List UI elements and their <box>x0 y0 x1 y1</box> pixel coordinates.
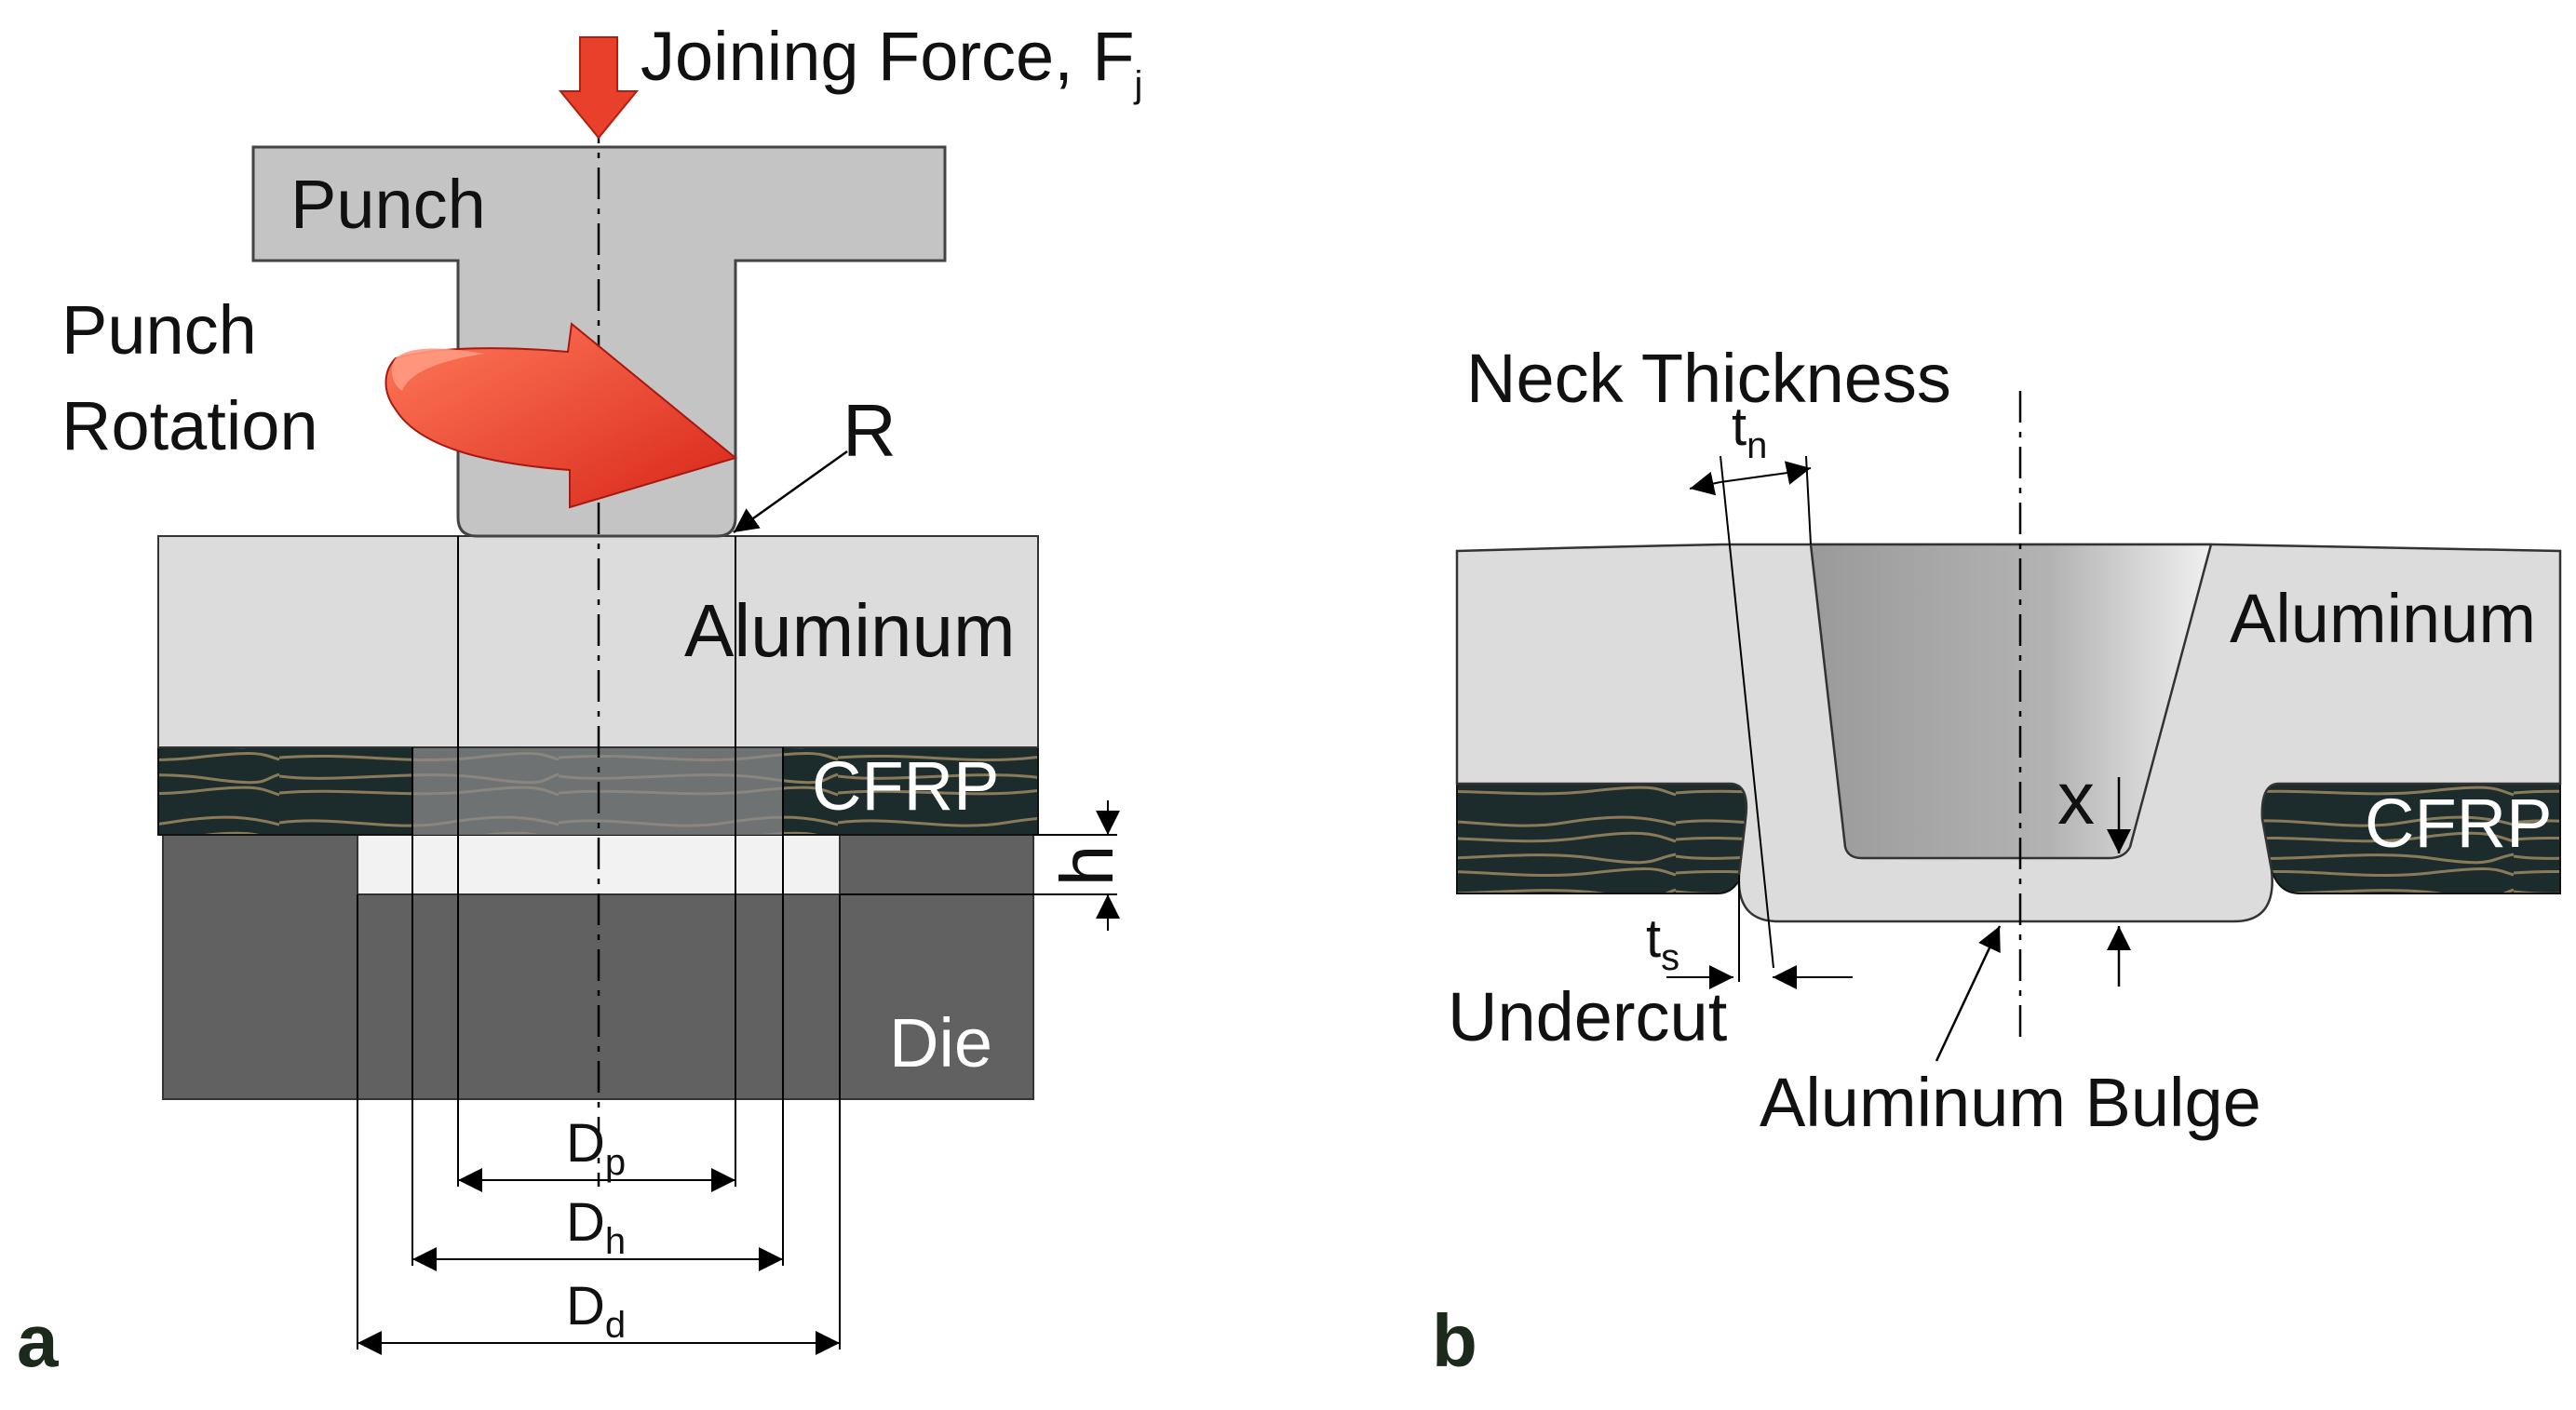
aluminum-label-b: Aluminum <box>2230 580 2536 657</box>
panel-b: Neck Thickness tn Aluminum CFRP x ts Und… <box>1432 340 2562 1382</box>
dim-hole-diameter: Dh <box>566 1192 626 1262</box>
undercut-dimension <box>1666 875 1853 989</box>
cfrp-left-b <box>1456 783 1752 894</box>
neck-thickness-dimension <box>1689 455 1812 969</box>
depth-label: h <box>1045 845 1128 887</box>
undercut-label: Undercut <box>1448 978 1728 1055</box>
aluminum-label-a: Aluminum <box>684 589 1016 672</box>
force-subscript: j <box>1134 64 1143 105</box>
aluminum-bulge-label: Aluminum Bulge <box>1760 1064 2261 1141</box>
neck-thickness-label: Neck Thickness <box>1466 340 1951 417</box>
bulge-leader <box>1935 925 2002 1062</box>
radius-leader <box>733 450 848 534</box>
x-label: x <box>2057 757 2095 839</box>
force-label: Joining Force, Fj <box>641 18 1142 105</box>
panel-label-b: b <box>1432 1299 1477 1382</box>
undercut-symbol: ts <box>1646 908 1679 978</box>
punch-label: Punch <box>290 166 486 243</box>
panel-a: Joining Force, Fj Punch Punch Rotation R… <box>17 18 1142 1382</box>
panel-label-a: a <box>17 1299 59 1382</box>
rotation-arrow-curl <box>391 348 484 391</box>
diameter-dimension-arrows <box>357 1168 840 1355</box>
cfrp-label-a: CFRP <box>812 747 999 825</box>
cfrp-label-b: CFRP <box>2365 785 2552 862</box>
dim-punch-diameter: Dp <box>566 1113 626 1183</box>
rotation-label-line1: Punch <box>61 291 257 369</box>
force-arrow <box>558 36 640 140</box>
radius-label: R <box>843 389 897 472</box>
neck-thickness-symbol: tn <box>1732 396 1767 466</box>
rotation-label-line2: Rotation <box>61 387 318 464</box>
dimension-extension-lines-a <box>357 536 841 1350</box>
rotation-arrow <box>384 322 738 509</box>
depth-dimension <box>840 800 1120 931</box>
die-label: Die <box>889 1004 992 1081</box>
dim-die-diameter: Dd <box>566 1276 626 1346</box>
